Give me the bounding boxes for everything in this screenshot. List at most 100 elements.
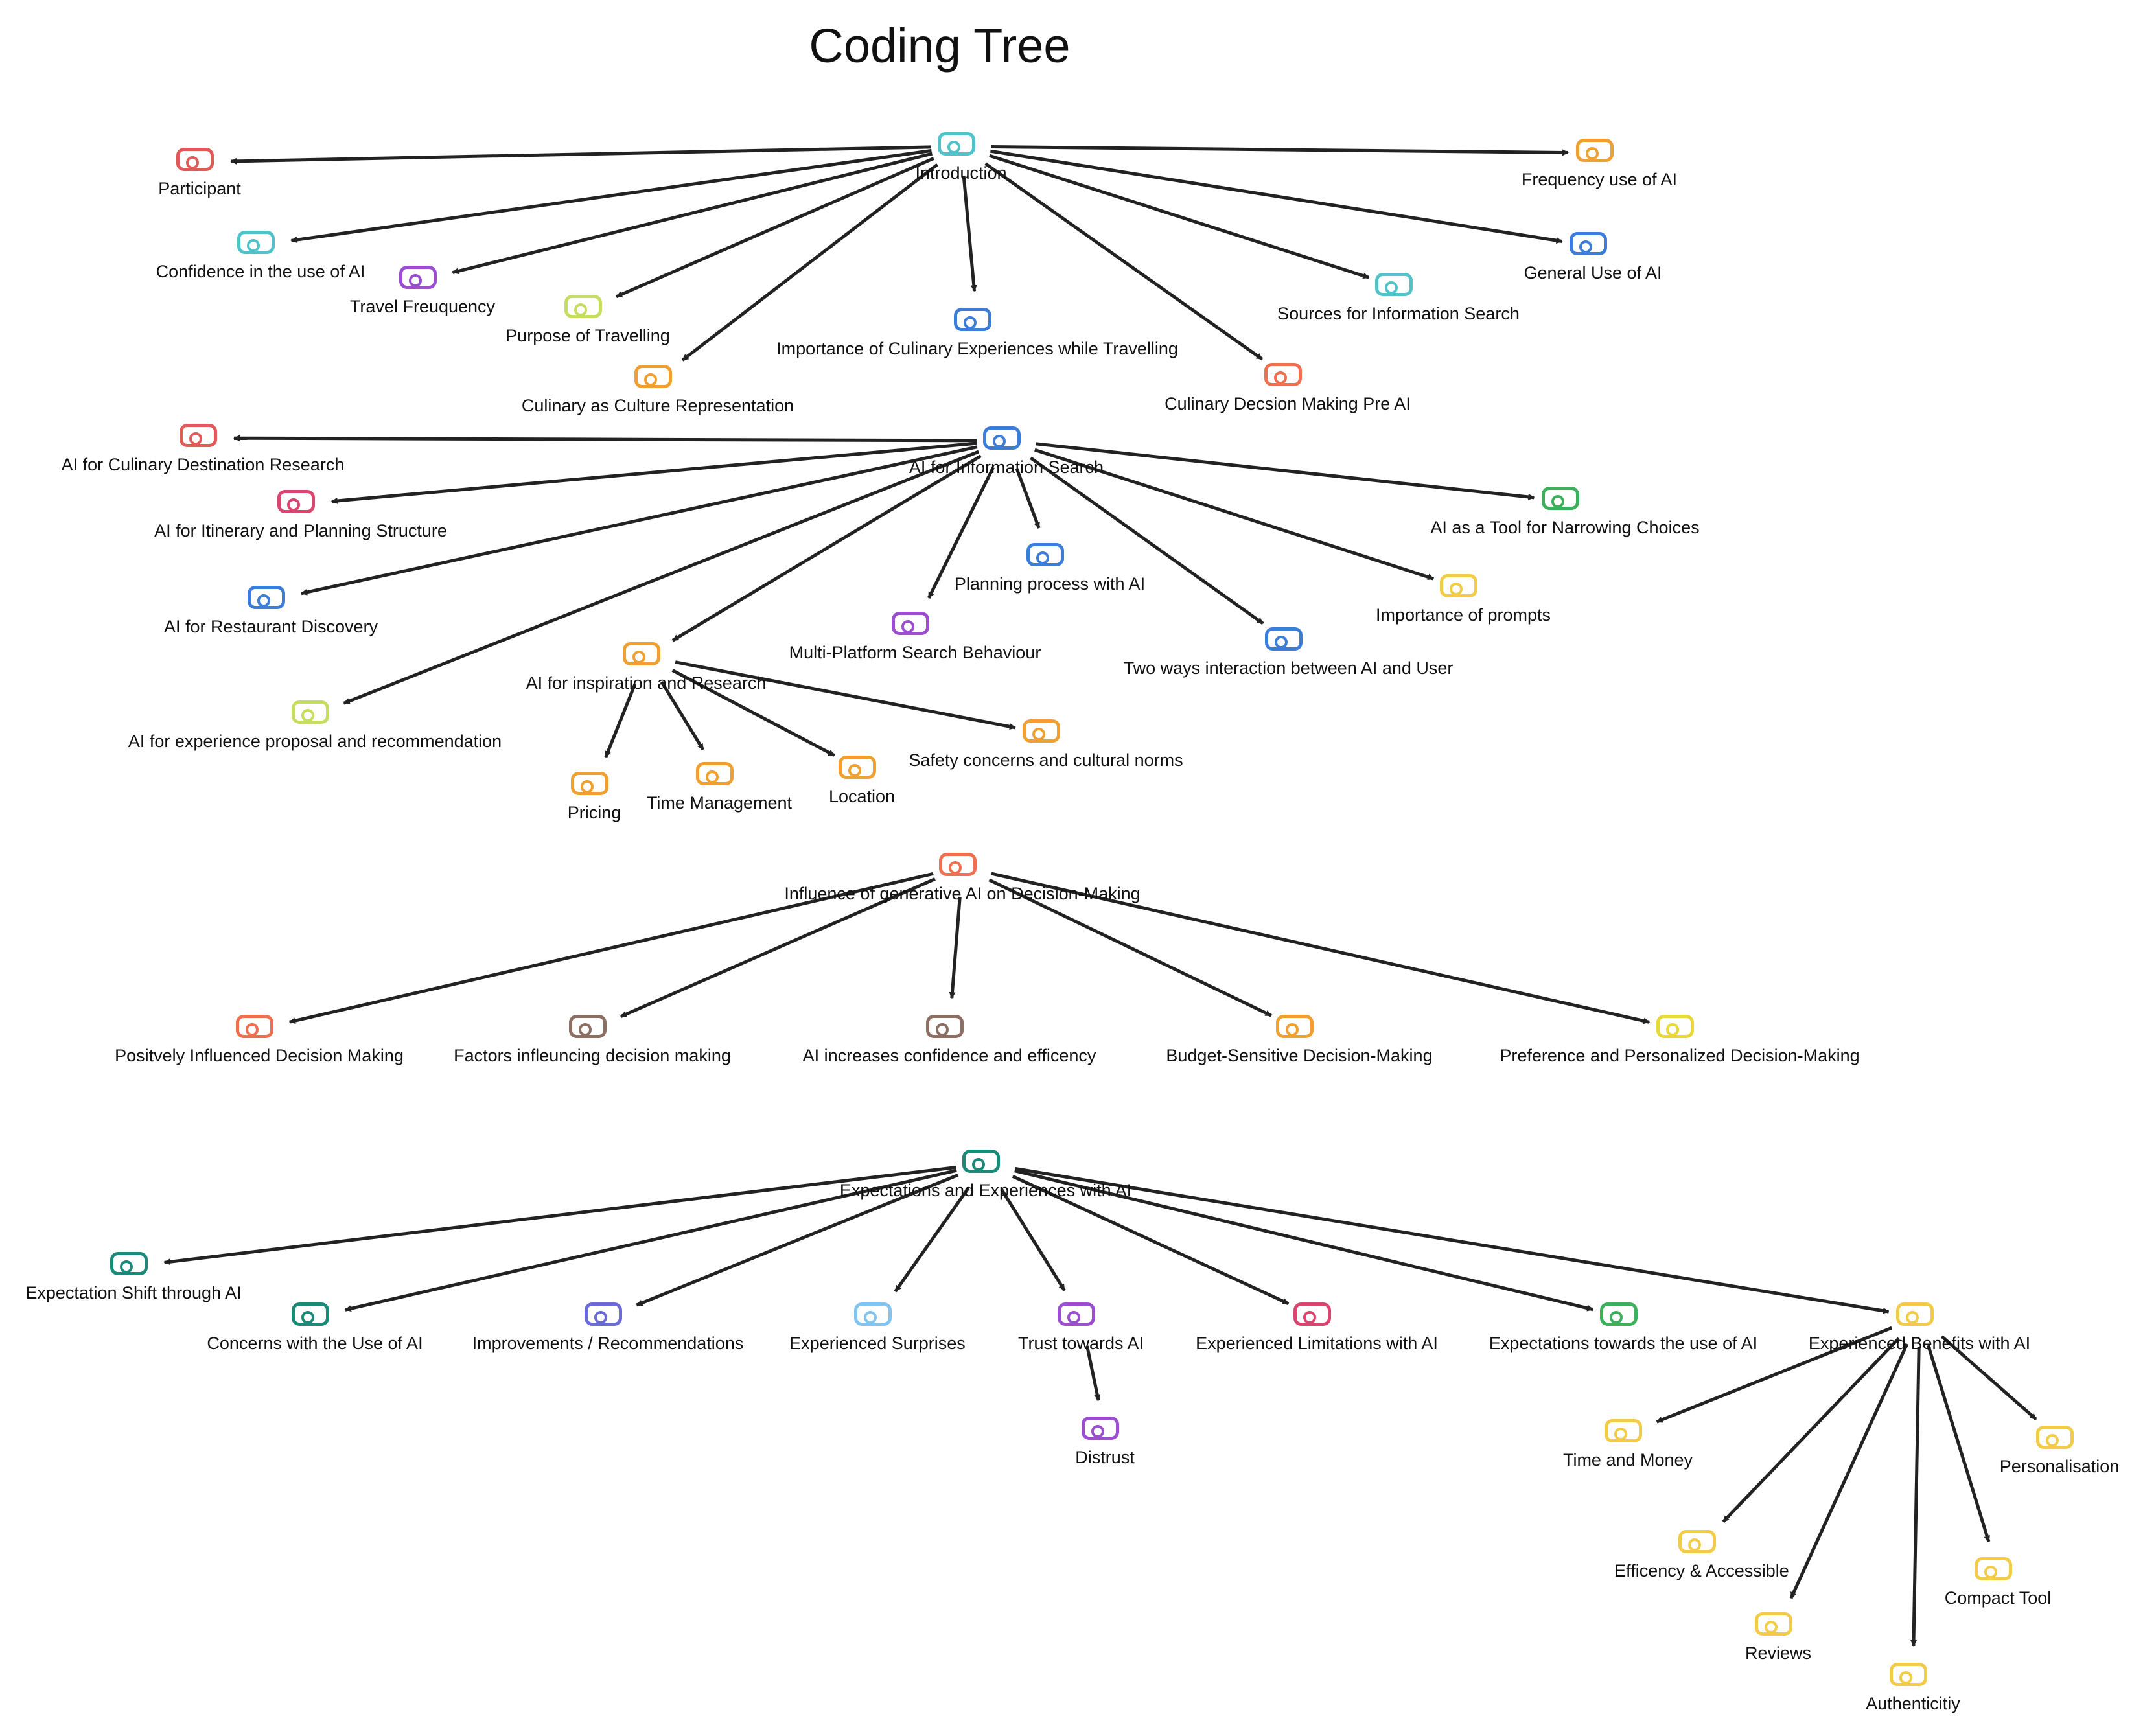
node-label: Experienced Surprises (789, 1334, 966, 1353)
node-label: Expectation Shift through AI (25, 1283, 242, 1302)
code-tag-icon (569, 1015, 607, 1038)
tag-hole-icon (1385, 281, 1398, 294)
node-label: Improvements / Recommendations (472, 1334, 744, 1353)
code-tag-icon (1082, 1417, 1119, 1440)
edge-info_search-to-itinerary (330, 441, 977, 504)
tag-hole-icon (1275, 636, 1288, 649)
edge-benefits-to-authenticity (1910, 1346, 1921, 1647)
code-tag-icon (962, 1150, 1000, 1173)
tag-hole-icon (594, 1311, 607, 1324)
code-tag-icon (1755, 1612, 1792, 1636)
edge-intro-to-confidence (290, 148, 932, 243)
edge-trust-to-distrust (1085, 1345, 1101, 1401)
tag-hole-icon (579, 1023, 592, 1036)
code-tag-icon (1023, 719, 1060, 743)
tag-hole-icon (1666, 1023, 1679, 1036)
tag-hole-icon (1984, 1566, 1997, 1579)
edge-benefits-to-personalisation (1940, 1335, 2037, 1421)
node-label: Frequency use of AI (1521, 170, 1678, 189)
edge-expectations-to-limitations (1012, 1175, 1290, 1306)
node-label: Safety concerns and cultural norms (909, 750, 1183, 770)
edge-influence-to-positive (288, 872, 934, 1024)
code-tag-icon (1570, 232, 1607, 255)
tag-hole-icon (632, 651, 645, 664)
node-label: AI for Culinary Destination Research (61, 455, 345, 474)
tag-hole-icon (644, 373, 657, 386)
node-label: Reviews (1744, 1643, 1812, 1663)
edge-expectations-to-exp_towards (1014, 1169, 1594, 1312)
node-label: Culinary as Culture Representation (521, 396, 794, 415)
node-label: AI as a Tool for Narrowing Choices (1430, 518, 1700, 537)
tag-hole-icon (947, 141, 960, 154)
edge-influence-to-preference (991, 872, 1651, 1024)
node-label: Experienced Benefits with AI (1808, 1334, 2031, 1353)
edge-influence-to-budget (988, 878, 1272, 1017)
tag-hole-icon (1067, 1311, 1080, 1324)
code-tag-icon (277, 490, 315, 513)
code-tag-icon (1264, 363, 1302, 386)
code-tag-icon (839, 756, 876, 779)
node-label: Expectations towards the use of AI (1489, 1334, 1758, 1353)
edge-info_search-to-multi_platform (927, 467, 995, 599)
code-tag-icon (571, 772, 608, 795)
tag-hole-icon (993, 435, 1006, 448)
tag-hole-icon (257, 594, 270, 607)
code-tag-icon (176, 148, 214, 171)
node-label: Location (828, 787, 896, 806)
tag-hole-icon (972, 1158, 985, 1171)
node-label: Efficency & Accessible (1614, 1561, 1789, 1580)
node-label: Compact Tool (1944, 1588, 2052, 1608)
code-tag-icon (1890, 1663, 1927, 1686)
tag-hole-icon (1899, 1671, 1912, 1684)
tag-hole-icon (1286, 1023, 1299, 1036)
edge-info_search-to-inspiration (671, 454, 982, 642)
tag-hole-icon (1765, 1621, 1778, 1634)
edge-benefits-to-efficiency (1722, 1337, 1901, 1523)
node-label: Influence of generative AI on Decision-M… (784, 884, 1141, 903)
code-tag-icon (1678, 1530, 1716, 1553)
node-label: Introduction (915, 163, 1007, 183)
code-tag-icon (236, 1015, 273, 1038)
tag-hole-icon (1688, 1538, 1701, 1551)
edge-expectations-to-trust (1000, 1188, 1066, 1291)
edge-inspiration-to-location (671, 669, 835, 757)
code-tag-icon (110, 1252, 148, 1275)
edge-intro-to-participant (230, 145, 932, 165)
code-tag-icon (1975, 1557, 2012, 1580)
edge-benefits-to-reviews (1789, 1343, 1909, 1599)
code-tag-icon (954, 308, 991, 331)
edge-inspiration-to-time_mgmt (660, 680, 705, 751)
code-tag-icon (926, 1015, 964, 1038)
tag-hole-icon (848, 764, 861, 777)
node-label: AI for Restaurant Discovery (163, 617, 378, 636)
node-label: Distrust (1075, 1448, 1135, 1467)
node-label: AI for experience proposal and recommend… (128, 732, 502, 751)
node-label: Sources for Information Search (1277, 304, 1520, 323)
tag-hole-icon (246, 1023, 259, 1036)
edge-intro-to-culinary_culture (681, 163, 939, 362)
code-tag-icon (1896, 1302, 1934, 1326)
tag-hole-icon (1579, 240, 1592, 253)
tag-hole-icon (864, 1311, 877, 1324)
node-label: Multi-Platform Search Behaviour (789, 643, 1041, 662)
code-tag-icon (2036, 1426, 2074, 1449)
node-label: Trust towards AI (1017, 1334, 1144, 1353)
edge-benefits-to-time_money (1656, 1326, 1893, 1424)
code-tag-icon (237, 231, 275, 254)
edge-info_search-to-planning (1015, 468, 1041, 529)
edge-expectations-to-surprises (894, 1187, 970, 1293)
tag-hole-icon (287, 498, 300, 511)
tag-hole-icon (1614, 1428, 1627, 1441)
tag-hole-icon (301, 1311, 314, 1324)
node-label: Time and Money (1562, 1450, 1693, 1470)
tag-hole-icon (1906, 1311, 1919, 1324)
tag-hole-icon (1450, 583, 1463, 596)
edge-info_search-to-culinary_dest (233, 435, 977, 443)
tag-hole-icon (409, 274, 422, 287)
tag-hole-icon (189, 432, 202, 445)
code-tag-icon (180, 424, 217, 447)
node-label: AI increases confidence and efficency (802, 1046, 1096, 1065)
edge-info_search-to-restaurant (300, 445, 978, 596)
code-tag-icon (1026, 543, 1064, 566)
